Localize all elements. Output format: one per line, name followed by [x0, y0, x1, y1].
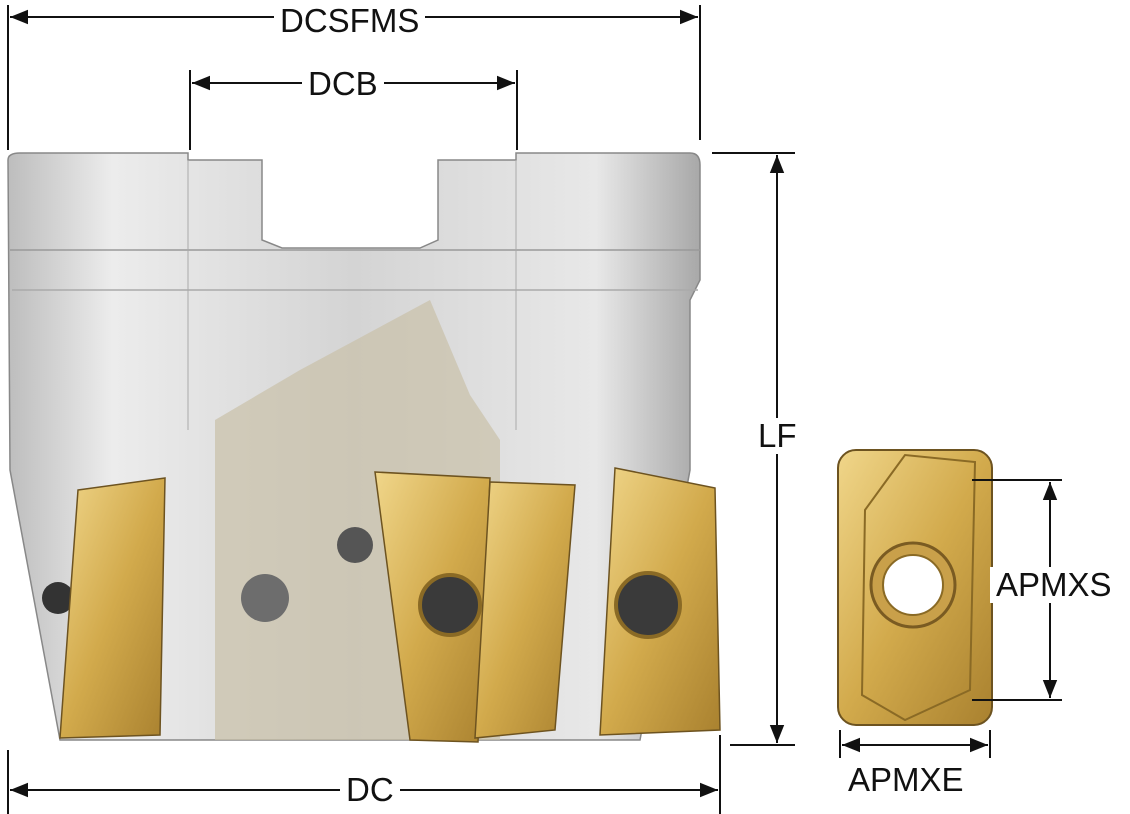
insert-detail	[837, 449, 993, 726]
dcb-label: DCB	[302, 66, 384, 102]
apmxe-label: APMXE	[842, 762, 970, 798]
cutter-inserts	[59, 467, 721, 743]
lf-label: LF	[752, 418, 803, 454]
dc-label: DC	[340, 772, 400, 808]
dcsfms-label: DCSFMS	[274, 3, 426, 39]
apmxs-label: APMXS	[990, 567, 1118, 603]
